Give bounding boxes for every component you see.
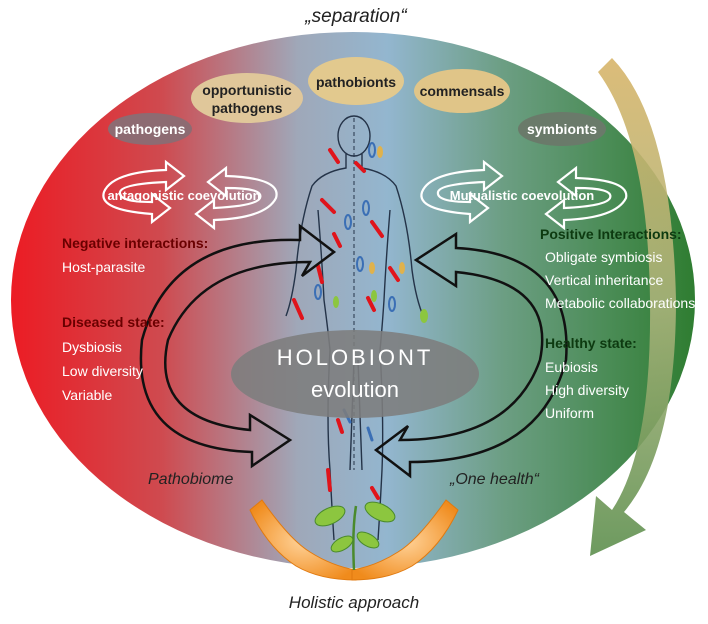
positive-interactions-title: Positive Interactions:	[540, 226, 682, 242]
pathogens-label: pathogens	[115, 121, 186, 137]
holobiont-subtitle: evolution	[311, 377, 399, 402]
pathogens-bubble	[108, 113, 192, 145]
positive-interactions-item-0: Obligate symbiosis	[545, 249, 663, 265]
healthy-state-item-2: Uniform	[545, 405, 594, 421]
commensals-label: commensals	[420, 83, 505, 99]
separation-label: „separation“	[304, 6, 408, 27]
pathobionts-bubble	[308, 57, 404, 105]
positive-interactions-item-2: Metabolic collaborations	[545, 295, 695, 311]
healthy-state-title: Healthy state:	[545, 335, 637, 351]
mutualistic-coevolution-label: Mutualistic coevolution	[450, 188, 595, 203]
side-arrow-icon	[590, 58, 676, 556]
positive-interactions-item-1: Vertical inheritance	[545, 272, 664, 288]
holobiont-center-oval	[231, 330, 479, 418]
opportunistic-pathogens-label-line1: opportunistic	[202, 82, 292, 98]
diseased-state-item-0: Dysbiosis	[62, 339, 122, 355]
symbionts-bubble	[518, 112, 606, 146]
one-health-label: „One health“	[449, 471, 541, 488]
negative-interactions-title: Negative interactions:	[62, 235, 208, 251]
opportunistic-pathogens-label-line2: pathogens	[212, 100, 283, 116]
diseased-state-title: Diseased state:	[62, 314, 165, 330]
right-cycle-arrow-icon	[373, 231, 568, 479]
antagonistic-coevolution-arrows-icon	[102, 159, 278, 231]
antagonistic-coevolution-label: antagonistic coevolution	[107, 188, 260, 203]
opportunistic-pathogens-bubble	[191, 73, 303, 123]
symbionts-label: symbionts	[527, 121, 597, 137]
hands-plant-icon	[249, 499, 459, 581]
healthy-state-item-0: Eubiosis	[545, 359, 598, 375]
pathobionts-label: pathobionts	[316, 74, 396, 90]
commensals-bubble	[414, 69, 510, 113]
holistic-approach-label: Holistic approach	[289, 593, 419, 612]
negative-interactions-item-0: Host-parasite	[62, 259, 145, 275]
holobiont-title: HOLOBIONT	[277, 345, 434, 370]
diseased-state-item-2: Variable	[62, 387, 113, 403]
pathobiome-label: Pathobiome	[148, 471, 233, 488]
holobiont-oval	[11, 32, 695, 568]
healthy-state-item-1: High diversity	[545, 382, 629, 398]
left-cycle-arrow-icon	[139, 223, 337, 469]
mutualistic-coevolution-arrows-icon	[420, 159, 628, 231]
diseased-state-item-1: Low diversity	[62, 363, 143, 379]
